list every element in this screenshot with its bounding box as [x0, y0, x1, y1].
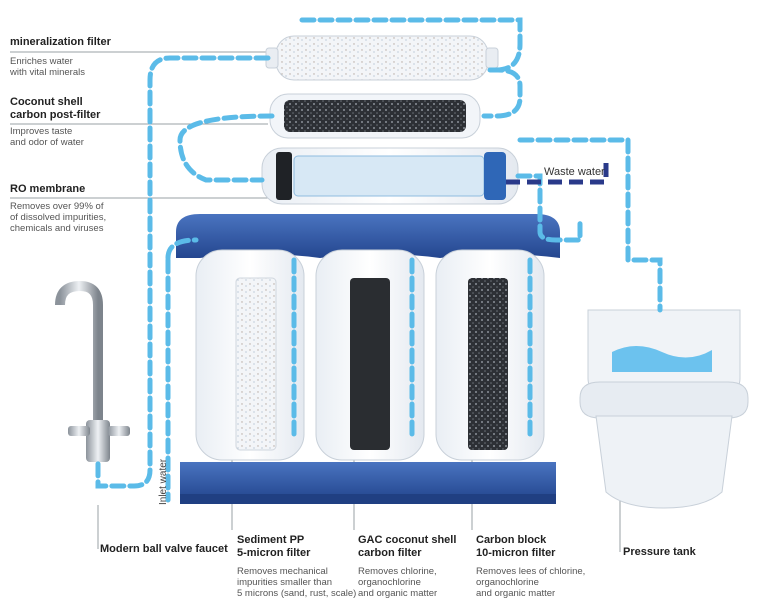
mineralization-filter-label: mineralization filter — [10, 36, 111, 48]
inlet-water-label: Inlet water — [158, 458, 169, 505]
waste-water-line — [506, 160, 609, 185]
mineralization-filter — [265, 35, 499, 81]
filter-housing — [176, 214, 560, 504]
sediment-desc-3: 5 microns (sand, rust, scale) — [237, 588, 357, 599]
carbon-block-desc-2: organochlorine — [476, 577, 539, 588]
mineralization-desc-2: with vital minerals — [10, 67, 85, 78]
sediment-label-2: 5-micron filter — [237, 547, 311, 559]
gac-desc-1: Removes chlorine, — [358, 566, 437, 577]
gac-desc-2: organochlorine — [358, 577, 421, 588]
sediment-desc-1: Removes mechanical — [237, 566, 328, 577]
postfilter-desc-2: and odor of water — [10, 137, 84, 148]
postfilter-label-1: Coconut shell — [10, 96, 83, 108]
carbon-block-label-2: 10-micron filter — [476, 547, 556, 559]
gac-label-1: GAC coconut shell — [358, 534, 457, 546]
postfilter-desc-1: Improves taste — [10, 126, 73, 137]
ro-membrane — [261, 147, 519, 205]
membrane-label: RO membrane — [10, 183, 86, 195]
gac-label-2: carbon filter — [358, 547, 422, 559]
waste-water-label: Waste water — [544, 166, 605, 178]
membrane-desc-2: of dissolved impurities, — [10, 212, 107, 223]
carbon-post-filter — [269, 93, 481, 139]
carbon-block-desc-1: Removes lees of chlorine, — [476, 566, 586, 577]
gac-desc-3: and organic matter — [358, 588, 438, 599]
carbon-block-label-1: Carbon block — [476, 534, 547, 546]
pressure-tank-body — [579, 309, 749, 509]
membrane-desc-3: chemicals and viruses — [10, 223, 104, 234]
faucet — [55, 280, 130, 462]
carbon-block-desc-3: and organic matter — [476, 588, 556, 599]
water-flow-lines — [95, 17, 663, 503]
mineralization-desc-1: Enriches water — [10, 56, 73, 67]
membrane-desc-1: Removes over 99% of — [10, 201, 104, 212]
faucet-label: Modern ball valve faucet — [100, 543, 228, 555]
pressure-tank-label: Pressure tank — [623, 546, 696, 558]
sediment-desc-2: impurities smaller than — [237, 577, 333, 588]
postfilter-label-2: carbon post-filter — [10, 109, 101, 121]
sediment-label-1: Sediment PP — [237, 534, 305, 546]
